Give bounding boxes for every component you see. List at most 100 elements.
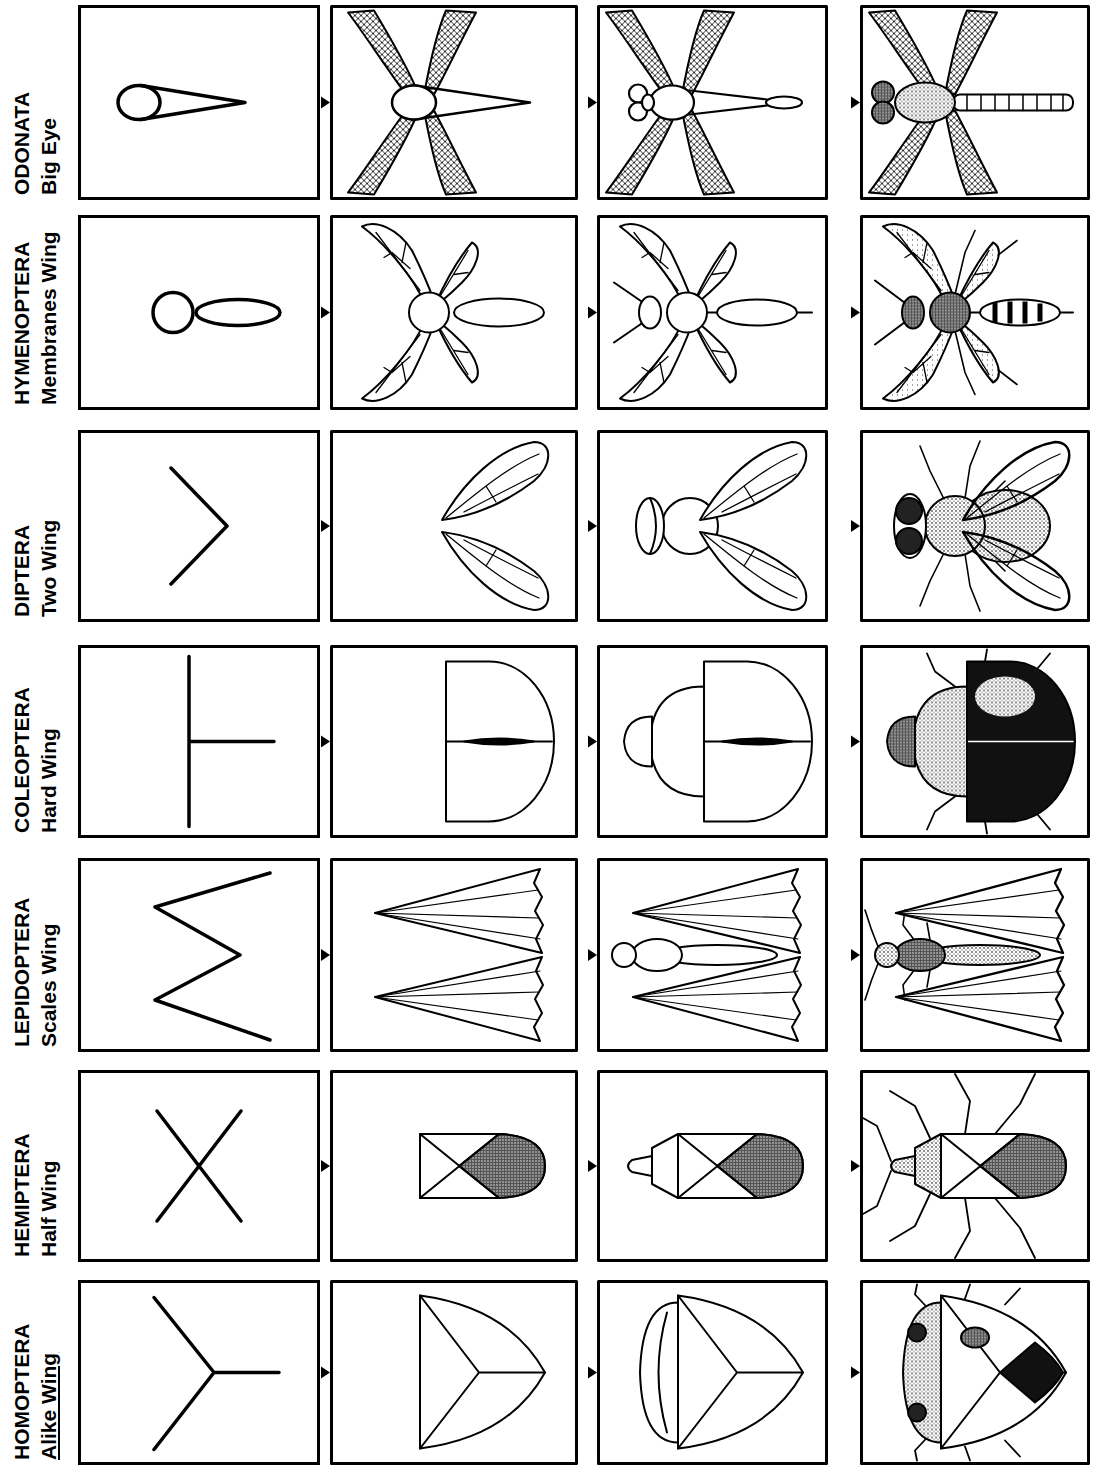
step-arrow — [321, 97, 330, 109]
step-box — [599, 1282, 827, 1464]
order-label: HOMOPTERAAlike Wing — [8, 1289, 68, 1460]
wing-mnemonic: Membranes Wing — [35, 231, 62, 405]
order-box: LEPIDOPTERAScales Wing — [78, 858, 320, 1052]
wing-mnemonic: Hard Wing — [35, 728, 62, 833]
step-box — [599, 647, 827, 837]
order-box: HYMENOPTERAMembranes Wing — [78, 215, 320, 410]
step-arrow — [321, 949, 330, 961]
step-box — [599, 860, 827, 1051]
order-box: ODONATABig Eye — [78, 5, 320, 200]
step-box — [332, 647, 577, 837]
wing-mnemonic: Half Wing — [35, 1160, 62, 1257]
order-box: COLEOPTERAHard Wing — [78, 645, 320, 838]
body-figure — [628, 1134, 803, 1198]
step-box — [862, 432, 1089, 621]
symbol-figure — [189, 657, 274, 827]
symbol-figure — [154, 1298, 279, 1450]
symbol-figure — [157, 1111, 241, 1221]
order-box: HOMOPTERAAlike Wing — [78, 1280, 320, 1465]
insect-figure — [869, 11, 1073, 195]
order-name: ODONATA — [8, 92, 35, 195]
insect-figure — [875, 224, 1073, 401]
wing-figure — [375, 869, 543, 1041]
step-box — [599, 217, 827, 409]
order-name: HYMENOPTERA — [8, 242, 35, 405]
wing-mnemonic: Alike Wing — [35, 1353, 62, 1460]
step-box — [862, 217, 1089, 409]
body-figure — [640, 1296, 803, 1449]
step-boxes — [332, 7, 1089, 1464]
order-name: DIPTERA — [8, 525, 35, 617]
step-arrow — [851, 1367, 860, 1379]
order-name: HOMOPTERA — [8, 1324, 35, 1461]
step-box — [862, 1072, 1089, 1261]
insect-figure — [863, 1074, 1066, 1258]
step-box — [599, 432, 827, 621]
step-arrow — [588, 520, 597, 532]
order-label: HYMENOPTERAMembranes Wing — [8, 224, 68, 405]
step-arrow — [851, 307, 860, 319]
step-arrow — [321, 520, 330, 532]
step-box — [332, 1282, 577, 1464]
step-arrow — [588, 949, 597, 961]
step-box — [332, 432, 577, 621]
insect-figure — [865, 869, 1064, 1041]
step-arrow — [588, 736, 597, 748]
wing-mnemonic: Two Wing — [35, 520, 62, 617]
step-box — [862, 1282, 1089, 1464]
step-arrow — [321, 736, 330, 748]
step-box — [862, 7, 1089, 199]
order-label: ODONATABig Eye — [8, 14, 68, 195]
wing-figure — [348, 11, 530, 195]
step-box — [332, 217, 577, 409]
wing-figure — [442, 442, 548, 610]
body-figure — [606, 11, 802, 195]
body-figure — [636, 442, 806, 610]
order-label: COLEOPTERAHard Wing — [8, 654, 68, 833]
wing-figure — [362, 224, 544, 401]
order-name: HEMIPTERA — [8, 1133, 35, 1257]
symbol-figure — [153, 293, 280, 333]
insect-figure — [887, 650, 1075, 834]
order-box: HEMIPTERAHalf Wing — [78, 1070, 320, 1262]
step-box — [599, 7, 827, 199]
step-arrows — [321, 97, 860, 1379]
step-arrow — [851, 949, 860, 961]
order-label: HEMIPTERAHalf Wing — [8, 1079, 68, 1257]
step-box — [862, 647, 1089, 837]
step-arrow — [588, 97, 597, 109]
step-arrow — [588, 1367, 597, 1379]
step-arrow — [851, 520, 860, 532]
insect-figure — [894, 441, 1069, 611]
step-box — [332, 860, 577, 1051]
step-arrow — [321, 1367, 330, 1379]
wing-mnemonic: Big Eye — [35, 118, 62, 195]
symbol-figure — [171, 468, 227, 584]
step-box — [332, 1072, 577, 1261]
order-label: DIPTERATwo Wing — [8, 439, 68, 617]
body-figure — [614, 224, 812, 401]
order-name: LEPIDOPTERA — [8, 898, 35, 1047]
body-figure — [624, 662, 812, 822]
step-arrow — [851, 736, 860, 748]
step-arrow — [321, 1160, 330, 1172]
wing-figure — [446, 662, 554, 822]
symbol-figure — [118, 86, 245, 120]
step-arrow — [851, 97, 860, 109]
body-figure — [612, 869, 801, 1041]
insect-figure — [903, 1285, 1066, 1461]
wing-figure — [420, 1296, 545, 1449]
step-box — [599, 1072, 827, 1261]
wing-mnemonic: Scales Wing — [35, 923, 62, 1047]
step-arrow — [851, 1160, 860, 1172]
step-arrow — [588, 1160, 597, 1172]
order-label: LEPIDOPTERAScales Wing — [8, 867, 68, 1047]
order-name: COLEOPTERA — [8, 687, 35, 833]
step-box — [332, 7, 577, 199]
step-arrow — [321, 307, 330, 319]
symbol-figure — [155, 873, 270, 1040]
step-arrow — [588, 307, 597, 319]
order-box: DIPTERATwo Wing — [78, 430, 320, 622]
